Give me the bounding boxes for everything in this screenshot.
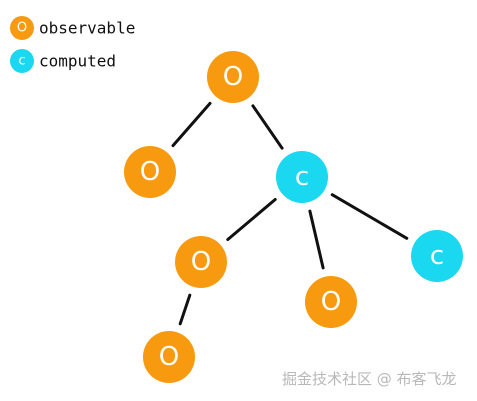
edges xyxy=(171,101,409,326)
node-observable-n1: O xyxy=(207,51,259,103)
node-label-n4: O xyxy=(191,247,211,277)
node-label-n1: O xyxy=(223,62,243,92)
node-circle-n2 xyxy=(124,146,176,198)
node-computed-n6: c xyxy=(411,230,463,282)
node-observable-n5: O xyxy=(305,276,357,328)
node-observable-n4: O xyxy=(175,236,227,288)
edge-n4-n7 xyxy=(178,293,192,326)
node-circle-n5 xyxy=(305,276,357,328)
edge-n1-n3 xyxy=(251,104,284,150)
node-circle-n4 xyxy=(175,236,227,288)
legend-label-computed: computed xyxy=(39,52,116,71)
node-label-n5: O xyxy=(321,287,341,317)
node-observable-n2: O xyxy=(124,146,176,198)
node-circle-n6 xyxy=(411,230,463,282)
node-computed-n3: c xyxy=(276,151,328,203)
node-circle-n3 xyxy=(276,151,328,203)
node-label-n7: O xyxy=(159,342,179,372)
node-label-n2: O xyxy=(140,157,160,187)
node-circle-n1 xyxy=(207,51,259,103)
edge-n1-n2 xyxy=(171,101,212,148)
legend-item-computed: c computed xyxy=(10,49,116,73)
legend-swatch-observable xyxy=(10,16,34,40)
watermark-text: 掘金技术社区 @ 布客飞龙 xyxy=(282,370,457,388)
legend-label-observable: observable xyxy=(39,19,135,38)
node-observable-n7: O xyxy=(143,331,195,383)
edge-n3-n4 xyxy=(226,198,277,241)
edge-n3-n5 xyxy=(308,209,325,270)
node-label-n3: c xyxy=(295,162,309,192)
legend-swatch-computed xyxy=(10,49,34,73)
legend-symbol-computed: c xyxy=(18,54,25,69)
legend-symbol-observable: O xyxy=(17,21,27,36)
edge-n3-n6 xyxy=(330,193,409,240)
node-circle-n7 xyxy=(143,331,195,383)
node-label-n6: c xyxy=(430,241,444,271)
